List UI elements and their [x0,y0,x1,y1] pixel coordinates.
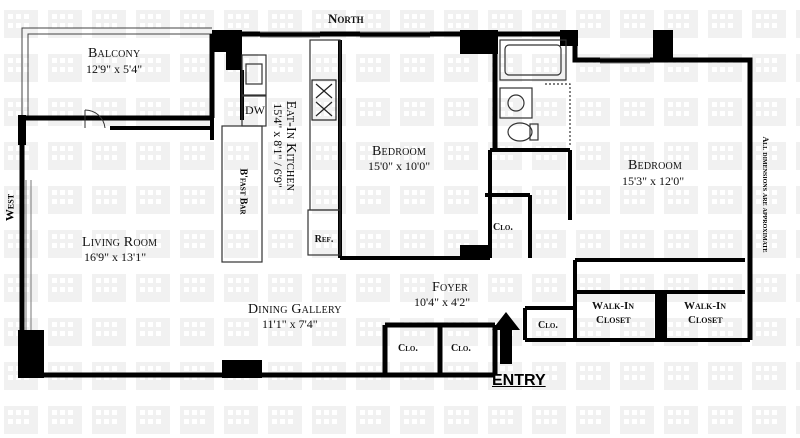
dining-gallery-dims: 11'1" x 7'4" [262,317,318,331]
structural-columns [18,30,673,378]
foyer-dims: 10'4" x 4'2" [414,295,471,309]
kitchen-counters [221,39,341,263]
bedroom2-name: Bedroom [628,158,683,173]
dining-gallery-name: Dining Gallery [248,302,342,317]
foyer-name: Foyer [432,280,469,295]
closet-hall-label: Clo. [538,320,558,331]
bfast-bar-label: B'fast Bar [237,168,249,215]
balcony-name: Balcony [88,46,141,61]
entry-arrow [492,312,520,364]
living-room-dims: 16'9" x 13'1" [84,250,147,264]
west-label: West [2,193,17,222]
windows [25,31,650,330]
dw-label: DW [245,103,265,117]
bedroom2-dims: 15'3" x 12'0" [622,174,685,188]
balcony-door [84,109,106,129]
bedroom1-closet-label: Clo. [493,222,513,233]
balcony-railing [21,27,212,118]
north-label: North [328,11,364,26]
entry-label: ENTRY [492,372,546,389]
walkin1-line2: Closet [596,314,631,326]
bathroom-fixtures [499,39,571,146]
ref-label: Ref. [314,234,334,245]
stove [311,79,337,121]
kitchen-dims: 15'4" x 8'1" / 6'9" [271,103,285,188]
walkin1-line1: Walk-In [592,300,635,312]
closet-a-label: Clo. [398,343,418,354]
living-room-name: Living Room [82,235,158,250]
walkin2-line2: Closet [688,314,723,326]
closet-b-label: Clo. [451,343,471,354]
walkin2-line1: Walk-In [684,300,727,312]
exterior-walls [19,31,753,378]
dimensions-note: All dimensions are approximate [761,136,770,253]
bedroom1-dims: 15'0" x 10'0" [368,159,431,173]
balcony-dims: 12'9" x 5'4" [86,62,143,76]
bedroom1-name: Bedroom [372,144,427,159]
